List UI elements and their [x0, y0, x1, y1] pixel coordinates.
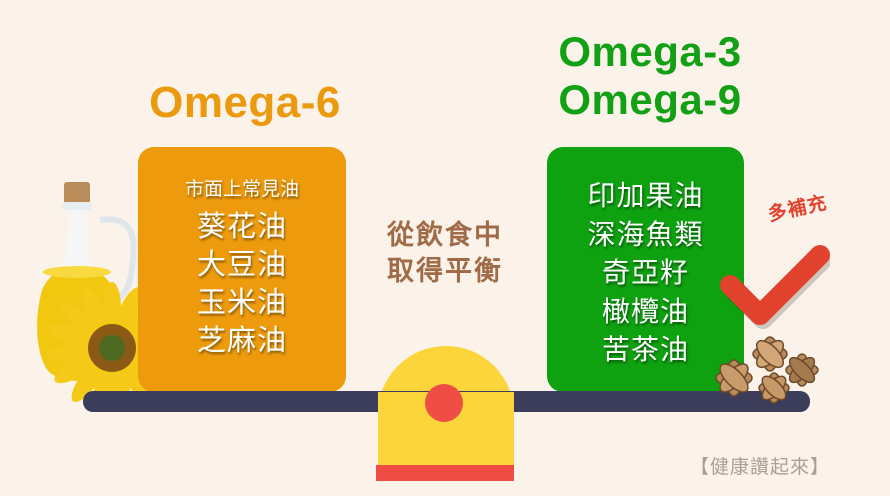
- list-item: 玉米油: [196, 285, 287, 319]
- omega3-9-title: Omega-3 Omega-9: [540, 28, 760, 124]
- omega6-panel: 市面上常見油 葵花油 大豆油 玉米油 芝麻油: [138, 147, 346, 392]
- caption-line: 從飲食中: [387, 220, 503, 251]
- list-item: 深海魚類: [587, 217, 704, 251]
- list-item: 印加果油: [587, 179, 704, 212]
- scale-base: [376, 465, 514, 481]
- list-item: 奇亞籽: [601, 256, 689, 289]
- list-item: 芝麻油: [196, 323, 287, 357]
- caption-line: 取得平衡: [387, 256, 503, 287]
- omega9-label: Omega-9: [558, 76, 742, 123]
- panel-subheading: 市面上常見油: [184, 178, 299, 200]
- source-credit: 【健康讚起來】: [690, 456, 831, 478]
- list-item: 橄欖油: [601, 294, 689, 328]
- list-item: 大豆油: [196, 247, 287, 281]
- checkmark-icon: [720, 245, 830, 329]
- list-item: 葵花油: [196, 209, 287, 243]
- balance-caption: 從飲食中 取得平衡: [368, 218, 522, 290]
- omega3-9-panel: 印加果油 深海魚類 奇亞籽 橄欖油 苦茶油: [547, 147, 744, 392]
- scale-pivot-dot: [425, 384, 463, 422]
- more-supplement-label: 多補充: [766, 191, 830, 226]
- omega6-title: Omega-6: [149, 78, 341, 127]
- omega3-label: Omega-3: [558, 28, 742, 75]
- list-item: 苦茶油: [601, 333, 689, 366]
- seeds-icon: [715, 336, 819, 404]
